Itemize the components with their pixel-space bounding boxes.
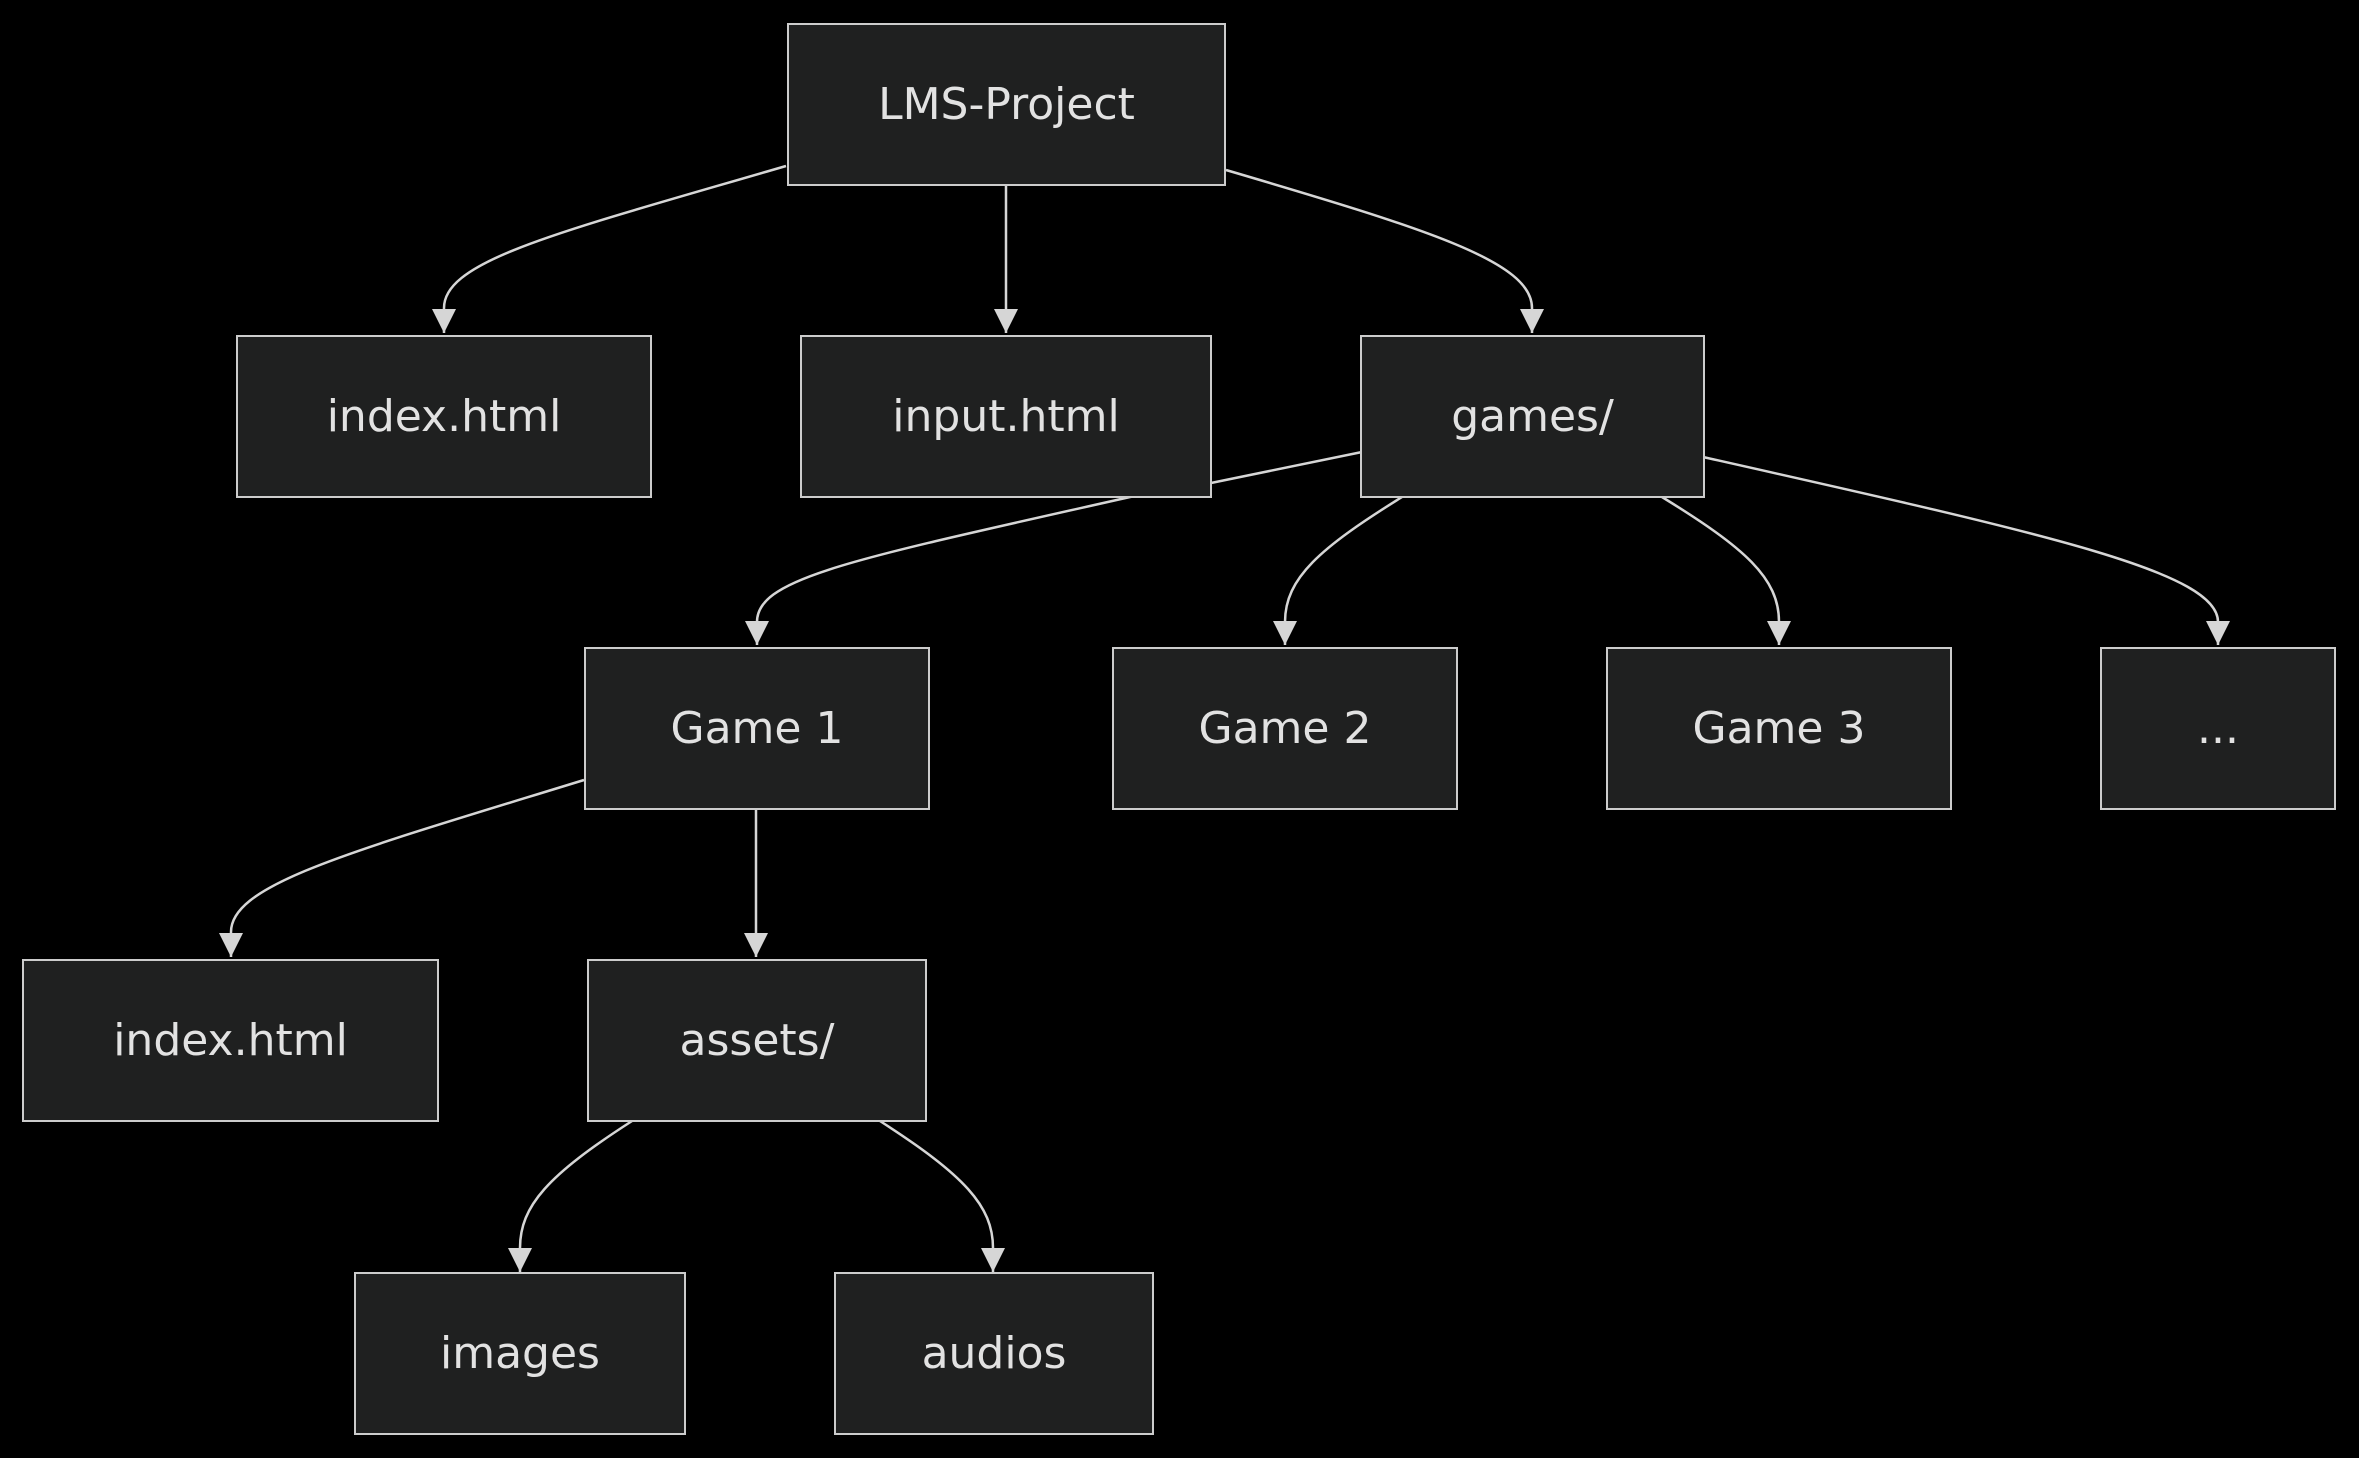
node-assets-folder[interactable]: assets/ xyxy=(587,959,927,1122)
node-label: assets/ xyxy=(679,1015,835,1066)
node-lms-project[interactable]: LMS-Project xyxy=(787,23,1226,186)
node-label: games/ xyxy=(1451,391,1614,442)
edge-assets-to-audios xyxy=(879,1119,1005,1272)
node-label: index.html xyxy=(326,391,562,442)
node-more-games[interactable]: ... xyxy=(2100,647,2336,810)
node-game-1[interactable]: Game 1 xyxy=(584,647,930,810)
edge-game1-to-index-html xyxy=(219,778,585,957)
node-game-3[interactable]: Game 3 xyxy=(1606,647,1952,810)
node-label: audios xyxy=(921,1328,1067,1379)
node-label: Game 1 xyxy=(670,703,844,754)
node-index-html[interactable]: index.html xyxy=(236,335,652,498)
node-game1-index-html[interactable]: index.html xyxy=(22,959,439,1122)
edge-root-to-index-html xyxy=(432,164,787,333)
node-input-html[interactable]: input.html xyxy=(800,335,1212,498)
node-label: input.html xyxy=(892,391,1120,442)
node-label: Game 2 xyxy=(1198,703,1372,754)
node-game-2[interactable]: Game 2 xyxy=(1112,647,1458,810)
edge-games-to-game3 xyxy=(1661,495,1791,645)
node-label: images xyxy=(440,1328,600,1379)
edge-root-to-games xyxy=(1225,168,1544,333)
node-images-folder[interactable]: images xyxy=(354,1272,686,1435)
node-label: Game 3 xyxy=(1692,703,1866,754)
edge-games-to-game2 xyxy=(1273,495,1403,645)
node-label: ... xyxy=(2197,703,2239,754)
node-audios-folder[interactable]: audios xyxy=(834,1272,1154,1435)
edge-games-to-more xyxy=(1702,455,2230,645)
node-label: LMS-Project xyxy=(878,79,1135,130)
node-games-folder[interactable]: games/ xyxy=(1360,335,1705,498)
edge-games-to-game1 xyxy=(745,450,1363,645)
node-label: index.html xyxy=(113,1015,348,1066)
edge-assets-to-images xyxy=(508,1119,633,1272)
